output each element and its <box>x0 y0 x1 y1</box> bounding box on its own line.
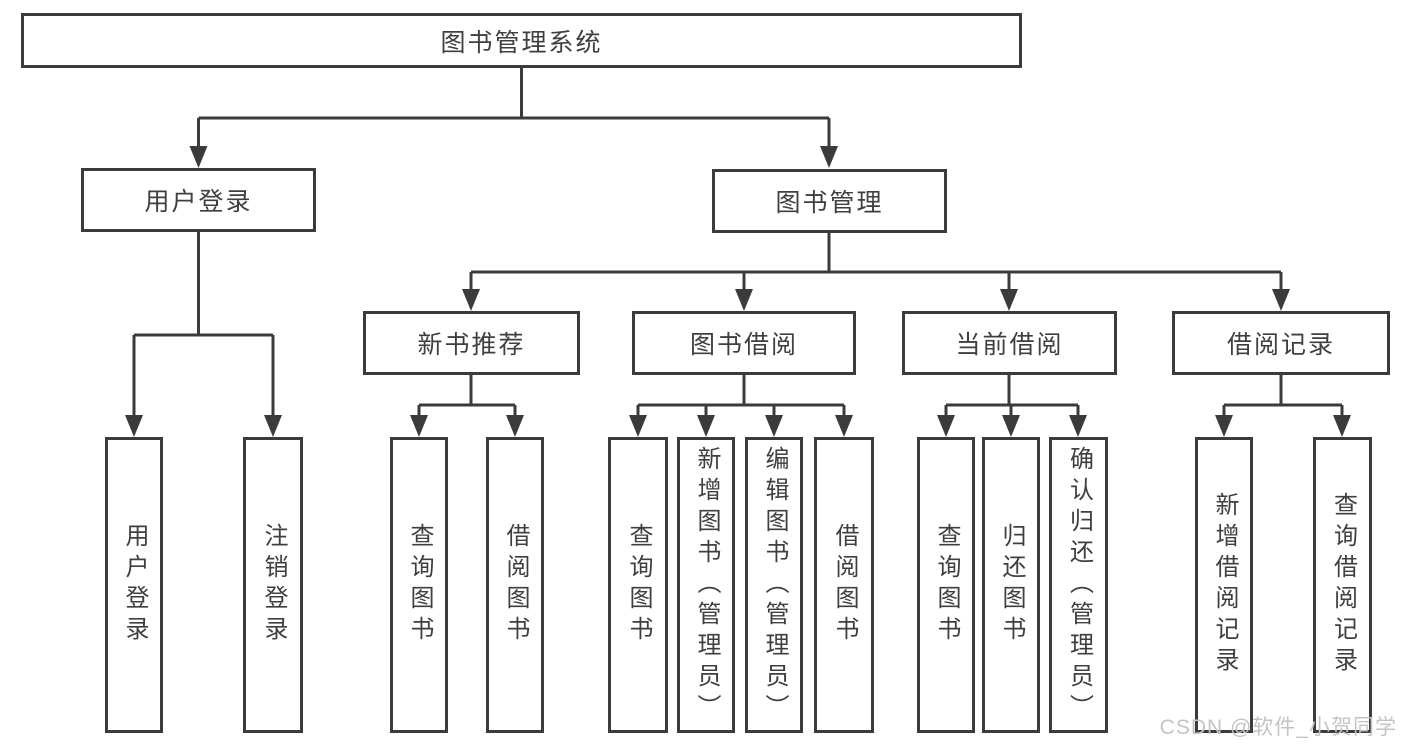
leaf-logout: 注销登录 <box>243 437 303 733</box>
leaf-label: 用户登录 <box>121 523 148 647</box>
node-label: 借阅记录 <box>1226 331 1335 359</box>
connector-shafts <box>132 68 1344 417</box>
leaf-query-books-recommend: 查询图书 <box>390 437 448 733</box>
node-label: 新书推荐 <box>417 331 526 359</box>
connector-arrowheads <box>125 146 1351 437</box>
leaf-label: 查询图书 <box>406 523 433 647</box>
leaf-query-books-borrow: 查询图书 <box>608 437 668 733</box>
node-label: 图书管理系统 <box>440 28 603 57</box>
node-new-book-recommend: 新书推荐 <box>363 311 580 375</box>
leaf-label: 新增图书（管理员） <box>693 445 720 725</box>
leaf-label: 查询图书 <box>933 523 960 647</box>
node-book-management: 图书管理 <box>712 169 947 233</box>
leaf-label: 借阅图书 <box>502 523 529 647</box>
leaf-borrow-books: 借阅图书 <box>814 437 874 733</box>
leaf-return-book: 归还图书 <box>982 437 1040 733</box>
leaf-edit-book-admin: 编辑图书（管理员） <box>745 437 803 733</box>
leaf-label: 注销登录 <box>260 523 287 647</box>
leaf-user-login: 用户登录 <box>105 437 163 733</box>
leaf-add-borrow-record: 新增借阅记录 <box>1195 437 1253 733</box>
leaf-add-book-admin: 新增图书（管理员） <box>677 437 735 733</box>
leaf-confirm-return-admin: 确认归还（管理员） <box>1049 437 1108 733</box>
leaf-label: 编辑图书（管理员） <box>761 445 788 725</box>
leaf-query-borrow-record: 查询借阅记录 <box>1313 437 1372 733</box>
node-current-borrow: 当前借阅 <box>902 311 1117 375</box>
csdn-watermark: CSDN @软件_小贺同学 <box>1159 716 1397 739</box>
node-label: 图书管理 <box>775 189 884 217</box>
node-library-management-system: 图书管理系统 <box>21 13 1022 68</box>
leaf-label: 查询图书 <box>625 523 652 647</box>
leaf-label: 查询借阅记录 <box>1329 492 1357 678</box>
node-label: 用户登录 <box>144 188 253 216</box>
node-borrow-records: 借阅记录 <box>1172 311 1390 375</box>
node-user-login: 用户登录 <box>81 168 316 232</box>
leaf-borrow-books-recommend: 借阅图书 <box>486 437 544 733</box>
leaf-label: 借阅图书 <box>831 523 858 647</box>
leaf-query-books-current: 查询图书 <box>917 437 975 733</box>
leaf-label: 确认归还（管理员） <box>1065 445 1093 725</box>
node-label: 当前借阅 <box>955 331 1064 359</box>
leaf-label: 归还图书 <box>998 523 1025 647</box>
leaf-label: 新增借阅记录 <box>1211 492 1238 678</box>
node-book-borrow: 图书借阅 <box>632 311 856 375</box>
node-label: 图书借阅 <box>689 331 798 359</box>
